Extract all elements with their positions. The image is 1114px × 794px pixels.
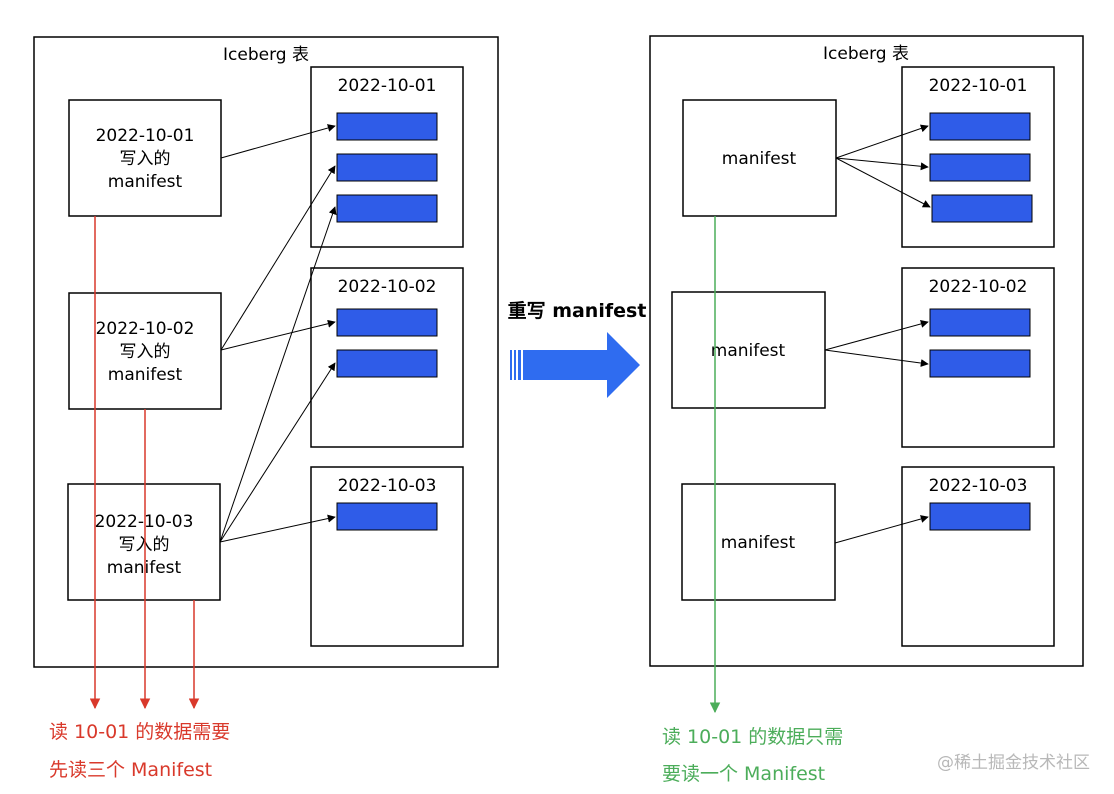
right-data-file [929, 112, 1031, 141]
left-manifest-2-line2: 写入的 [120, 342, 171, 362]
left-panel: Iceberg 表 2022-10-01 2022-10-02 2022-10-… [33, 36, 499, 781]
left-data-file [336, 194, 438, 223]
right-partition-box-1 [901, 66, 1055, 248]
left-manifest-2-line3: manifest [108, 365, 183, 385]
left-manifest-3-line3: manifest [107, 558, 182, 578]
right-partition-box-2 [901, 267, 1055, 448]
right-manifest-1-label: manifest [722, 149, 797, 169]
transition-label: 重写 manifest [508, 300, 647, 322]
right-data-file [929, 502, 1031, 531]
left-table-title: Iceberg 表 [223, 45, 309, 65]
left-table-frame [33, 36, 499, 668]
watermark: @稀土掘金技术社区 [937, 753, 1090, 773]
right-manifest-box-2 [671, 291, 826, 409]
left-caption-line1: 读 10-01 的数据需要 [49, 721, 230, 743]
left-manifest-1-line3: manifest [108, 172, 183, 192]
right-data-file [929, 308, 1031, 337]
transition: 重写 manifest [508, 300, 647, 398]
left-reference-arrows [219, 124, 337, 543]
right-partition-label-2: 2022-10-02 [929, 277, 1028, 297]
left-partition-label-3: 2022-10-03 [338, 476, 437, 496]
right-partition-label-1: 2022-10-01 [929, 76, 1028, 96]
left-manifest-2-line1: 2022-10-02 [96, 319, 195, 339]
left-partition-box-1 [310, 66, 464, 248]
right-data-file [929, 349, 1031, 378]
right-manifest-box-3 [681, 483, 836, 601]
right-caption-line2: 要读一个 Manifest [662, 763, 825, 785]
left-data-file [336, 502, 438, 531]
right-table-frame [649, 35, 1084, 667]
left-manifest-3-line2: 写入的 [119, 535, 170, 555]
right-panel: Iceberg 表 2022-10-01 2022-10-02 2022-10-… [649, 35, 1084, 785]
left-data-file [336, 112, 438, 141]
right-manifest-2-label: manifest [711, 341, 786, 361]
right-data-file [931, 194, 1033, 223]
left-manifest-3-line1: 2022-10-03 [95, 512, 194, 532]
left-partition-label-2: 2022-10-02 [338, 277, 437, 297]
left-partition-box-3 [310, 466, 464, 647]
right-manifest-3-label: manifest [721, 533, 796, 553]
left-manifest-1-line1: 2022-10-01 [96, 126, 195, 146]
left-manifest-box-1 [68, 99, 222, 217]
right-reference-arrows [824, 124, 931, 544]
right-partition-box-3 [901, 466, 1055, 647]
right-caption-line1: 读 10-01 的数据只需 [662, 726, 843, 748]
right-manifest-box-1 [682, 99, 837, 217]
left-partition-box-2 [310, 267, 464, 448]
left-manifest-1-line2: 写入的 [120, 149, 171, 169]
left-read-arrows [89, 216, 200, 710]
transition-arrow-icon [510, 332, 640, 398]
left-caption-line2: 先读三个 Manifest [49, 759, 212, 781]
left-data-file [336, 308, 438, 337]
left-data-file [336, 349, 438, 378]
right-data-file [929, 153, 1031, 182]
right-table-title: Iceberg 表 [823, 44, 909, 64]
right-partition-label-3: 2022-10-03 [929, 476, 1028, 496]
left-data-file [336, 153, 438, 182]
left-partition-label-1: 2022-10-01 [338, 76, 437, 96]
